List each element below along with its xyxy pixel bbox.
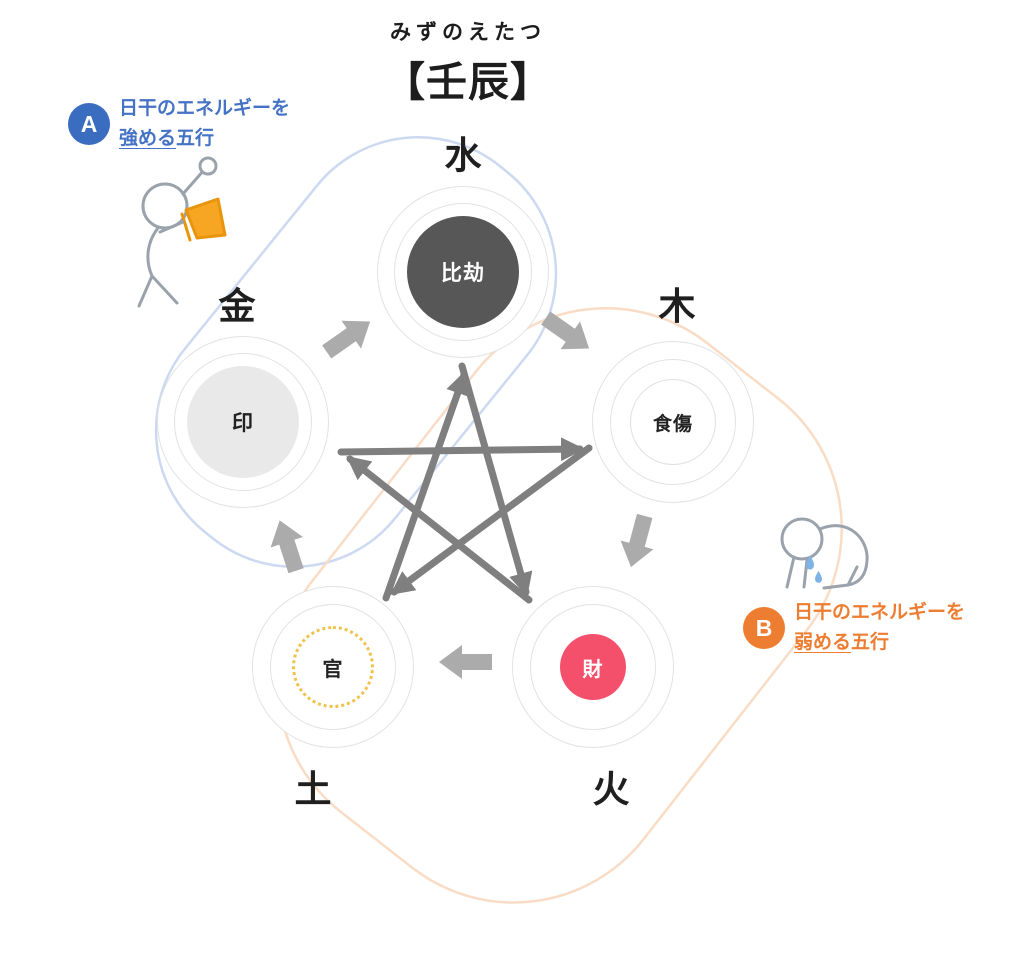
legend-b-suffix: 五行 [851, 632, 890, 653]
arrow-wood-to-fire [620, 513, 654, 568]
legend-b-line2: 弱める五行 [794, 628, 965, 658]
water-label: 水 [444, 135, 482, 176]
legend-a-line1: 日干のエネルギーを [119, 98, 291, 119]
metal-mid-ring: 印 [174, 353, 312, 491]
arrow-water-to-fire [458, 362, 533, 597]
legend-b-text: 日干のエネルギーを 弱める五行 [794, 598, 965, 658]
water-mid-ring: 比劫 [394, 203, 532, 341]
earth-label: 土 [294, 769, 332, 810]
generation-cycle-arrows [270, 311, 654, 679]
wood-label: 木 [658, 286, 696, 327]
arrow-earth-to-water [382, 370, 469, 602]
wood-core: 食傷 [630, 379, 716, 465]
water-outer-ring: 比劫 [377, 186, 549, 358]
water-core: 比劫 [407, 216, 519, 328]
legend-a: A 日干のエネルギーを 強める五行 [68, 94, 290, 154]
legend-b-line1: 日干のエネルギーを [794, 602, 966, 623]
fire-core: 財 [560, 634, 626, 700]
dejected-person-icon [780, 517, 869, 590]
fire-node: 財 [512, 586, 674, 748]
earth-mid-ring: 官 [270, 604, 396, 730]
metal-node: 印 [157, 336, 329, 508]
overcoming-cycle-arrows [337, 362, 593, 604]
arrow-fire-to-earth [439, 645, 492, 679]
arrow-metal-to-water [322, 320, 371, 359]
arrow-metal-to-wood [337, 437, 585, 462]
legend-b-badge: B [743, 607, 785, 649]
metal-label: 金 [218, 286, 256, 327]
fire-mid-ring: 財 [530, 604, 656, 730]
water-node: 比劫 [377, 186, 549, 358]
metal-outer-ring: 印 [157, 336, 329, 508]
wood-node: 食傷 [592, 341, 754, 503]
metal-core: 印 [187, 366, 299, 478]
page-title: 【壬辰】 [384, 59, 552, 105]
arrow-earth-to-metal [270, 520, 304, 574]
legend-b: B 日干のエネルギーを 弱める五行 [743, 598, 965, 658]
fire-outer-ring: 財 [512, 586, 674, 748]
legend-a-emphasis: 強める [119, 128, 177, 149]
cheering-person-icon [137, 156, 227, 308]
arrow-water-to-wood [541, 311, 590, 350]
arrow-fire-to-metal [346, 455, 533, 604]
legend-a-badge: A [68, 103, 110, 145]
wood-mid-ring: 食傷 [610, 359, 736, 485]
legend-b-emphasis: 弱める [794, 632, 852, 653]
fire-label: 火 [592, 769, 630, 810]
earth-node: 官 [252, 586, 414, 748]
legend-a-text: 日干のエネルギーを 強める五行 [119, 94, 290, 154]
earth-outer-ring: 官 [252, 586, 414, 748]
title-block: みずのえたつ 【壬辰】 [318, 16, 618, 108]
wood-outer-ring: 食傷 [592, 341, 754, 503]
arrow-wood-to-earth [390, 444, 593, 596]
weaken-zone-outline [276, 307, 843, 904]
title-furigana: みずのえたつ [390, 21, 546, 44]
legend-a-suffix: 五行 [176, 128, 215, 149]
strengthen-zone-outline [154, 136, 558, 568]
legend-a-line2: 強める五行 [119, 124, 290, 154]
earth-core: 官 [292, 626, 374, 708]
